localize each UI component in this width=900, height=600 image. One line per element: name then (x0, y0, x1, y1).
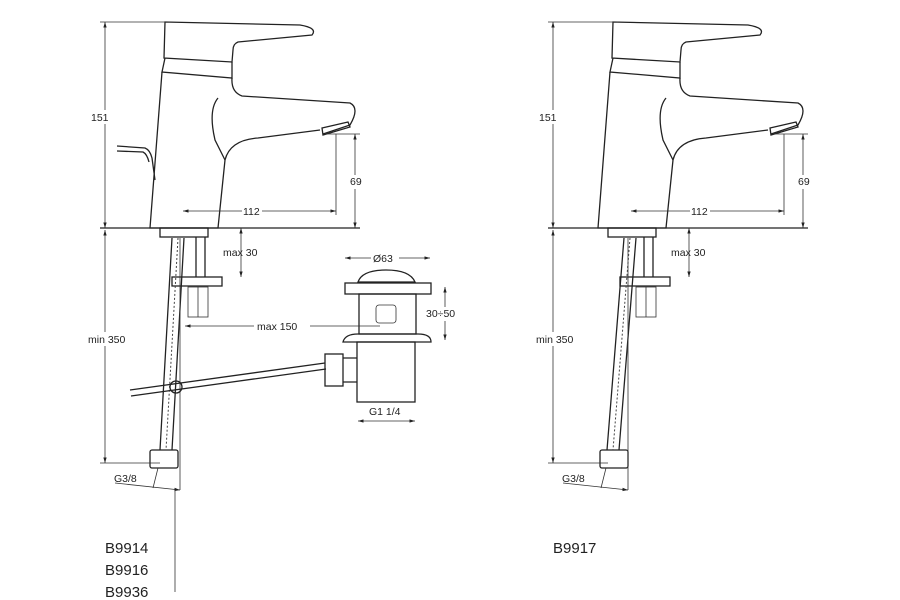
dim-spout-height: 69 (350, 176, 362, 188)
product-code: B9916 (105, 562, 148, 579)
product-code: B9917 (553, 540, 596, 557)
dim-height-151: 151 (91, 112, 109, 124)
dim-min-hose: min 350 (88, 334, 126, 346)
dim-waste-range: 30÷50 (426, 308, 455, 320)
dim-spout-height: 69 (798, 176, 810, 188)
dim-waste-diameter: Ø63 (373, 253, 393, 265)
product-code: B9914 (105, 540, 148, 557)
dim-max-rod: max 150 (257, 321, 297, 333)
dim-min-hose: min 350 (536, 334, 574, 346)
dim-thread: G3/8 (114, 473, 137, 485)
dim-max-deck: max 30 (671, 247, 706, 259)
dim-thread: G3/8 (562, 473, 585, 485)
dim-height-151: 151 (539, 112, 557, 124)
right-faucet-drawing: 151 69 112 max 30 min 350 G3/8 B9917 (536, 21, 811, 557)
dim-max-deck: max 30 (223, 247, 258, 259)
dim-spout-reach: 112 (243, 206, 260, 218)
product-code: B9936 (105, 584, 148, 600)
left-faucet-drawing: 151 69 112 max 30 min 350 G3/8 max 150 Ø… (88, 21, 462, 600)
waste-drawing (324, 269, 432, 403)
dim-spout-reach: 112 (691, 206, 708, 218)
popup-lever (116, 145, 156, 181)
dim-waste-thread: G1 1/4 (369, 406, 401, 418)
